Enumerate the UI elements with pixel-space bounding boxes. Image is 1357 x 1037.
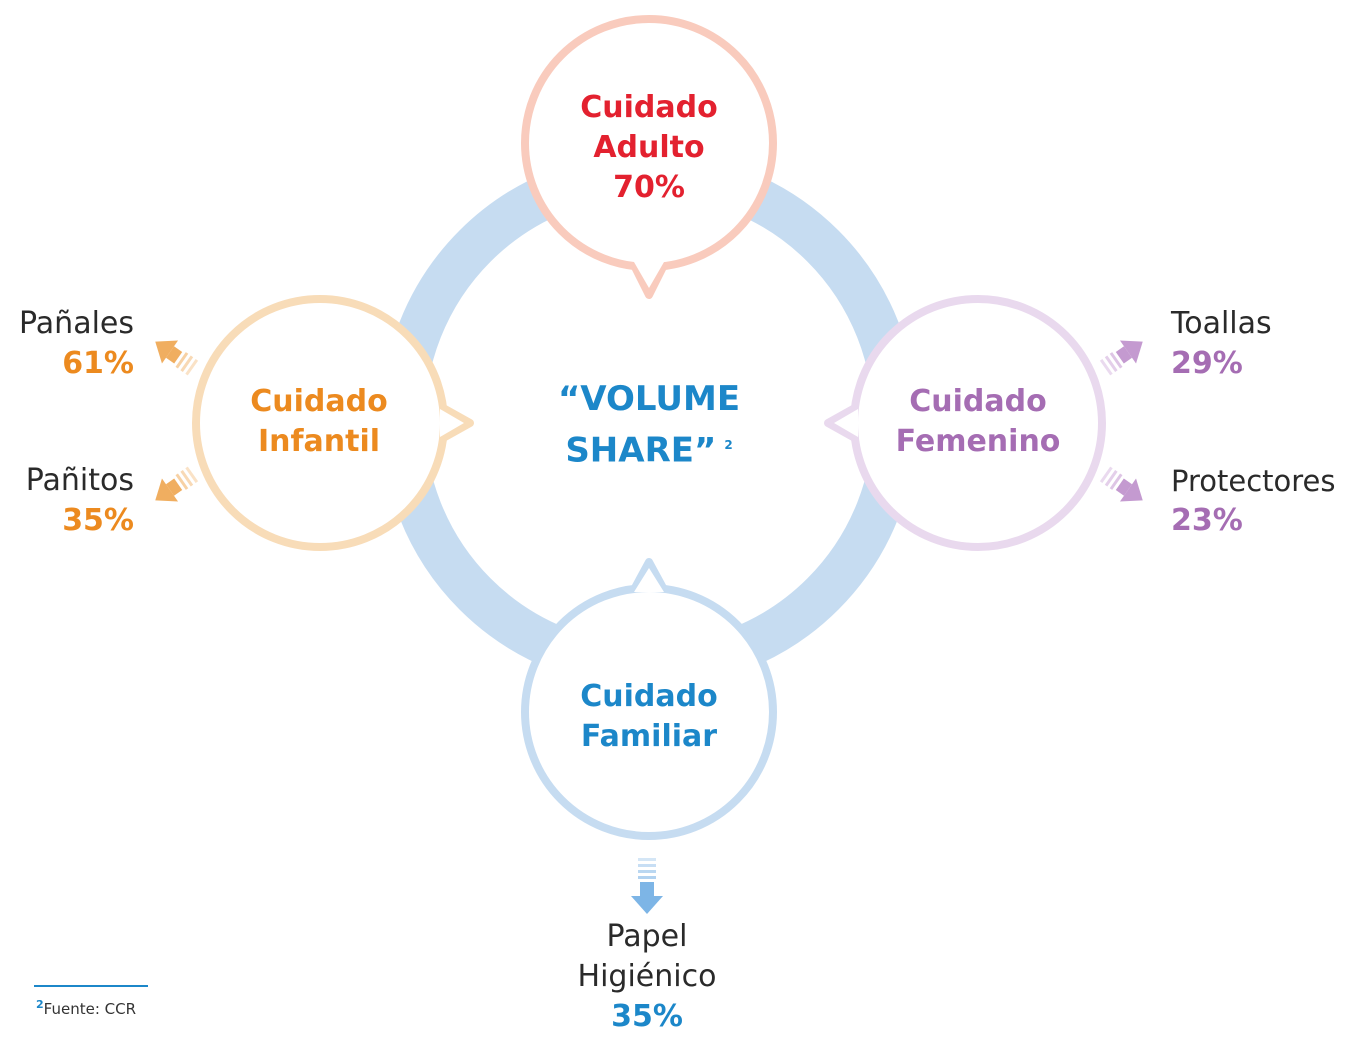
center-footnote-ref: 2 (724, 438, 733, 452)
footnote-text: Fuente: CCR (43, 1000, 137, 1018)
node-adulto-line2: Adulto (593, 130, 705, 165)
arrow-protectores-icon (1099, 466, 1143, 502)
branch-toallas-value: 29% (1171, 346, 1243, 381)
center-title-line1: “VOLUME (557, 379, 741, 419)
node-infantil-label: Cuidado Infantil (219, 382, 419, 462)
node-femenino-line1: Cuidado (909, 384, 1047, 419)
bubble-cuidado-femenino (824, 295, 1106, 551)
center-title: “VOLUME SHARE”2 (520, 376, 778, 473)
node-adulto-line1: Cuidado (580, 90, 718, 125)
branch-panitos-label: Pañitos (25, 463, 134, 498)
node-adulto-value: 70% (613, 170, 685, 205)
node-femenino-label: Cuidado Femenino (868, 382, 1088, 462)
branch-papel-value: 35% (611, 999, 683, 1034)
node-familiar-label: Cuidado Familiar (549, 677, 749, 757)
branch-panitos-value: 35% (62, 503, 134, 538)
center-title-line2: SHARE”2 (565, 430, 733, 471)
branch-papel: Papel Higiénico 35% (547, 917, 747, 1037)
arrow-panales-icon (155, 340, 199, 376)
branch-panitos: Pañitos 35% (0, 461, 134, 541)
node-femenino-line2: Femenino (895, 424, 1061, 459)
branch-papel-line2: Higiénico (577, 959, 717, 994)
arrow-papel-icon (631, 858, 663, 914)
branch-panales-label: Pañales (19, 306, 134, 341)
bubble-cuidado-familiar (521, 558, 777, 840)
node-adulto-label: Cuidado Adulto 70% (549, 88, 749, 208)
branch-protectores: Protectores 23% (1171, 461, 1355, 541)
branch-protectores-label: Protectores (1171, 464, 1336, 498)
footnote-number: 2 (36, 998, 44, 1011)
arrow-panitos-icon (155, 466, 199, 502)
node-familiar-line2: Familiar (580, 719, 718, 754)
branch-toallas: Toallas 29% (1171, 304, 1351, 384)
node-infantil-line2: Infantil (257, 424, 381, 459)
branch-panales: Pañales 61% (0, 304, 134, 384)
branch-panales-value: 61% (62, 346, 134, 381)
node-familiar-line1: Cuidado (580, 679, 718, 714)
bubble-cuidado-infantil (192, 295, 474, 551)
footnote: 2Fuente: CCR (36, 998, 136, 1018)
branch-toallas-label: Toallas (1171, 306, 1272, 341)
branch-papel-line1: Papel (606, 919, 688, 954)
branch-protectores-value: 23% (1171, 503, 1243, 538)
footnote-divider (34, 985, 148, 987)
bubble-cuidado-adulto (521, 15, 777, 299)
node-infantil-line1: Cuidado (250, 384, 388, 419)
arrow-toallas-icon (1099, 340, 1143, 376)
